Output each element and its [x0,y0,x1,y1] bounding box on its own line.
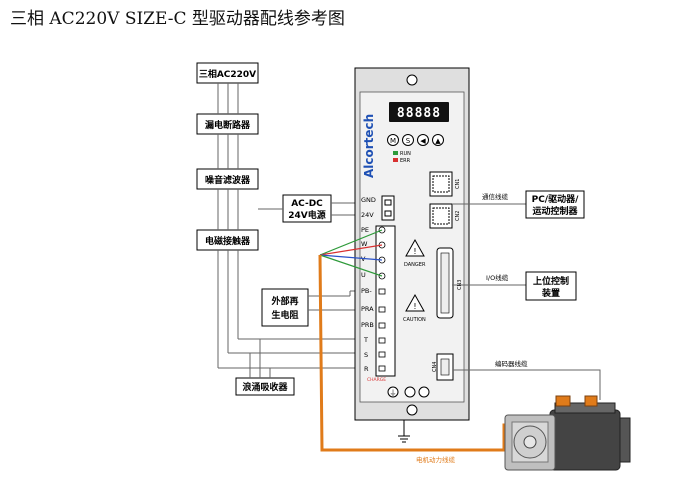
io-cable-label: I/O线缆 [486,273,509,282]
cn4-port[interactable]: CN4 [432,353,454,381]
host-box-label-1: 上位控制 [533,275,569,287]
cn1-port[interactable]: CN1 [429,171,461,197]
terminal-w-label: W [361,240,368,248]
terminal-24v-label: 24V [361,211,374,219]
diagram-title: 三相 AC220V SIZE-C 型驱动器配线参考图 [10,9,345,29]
power-box: 三相AC220V [196,62,259,84]
contactor-box: 电磁接触器 [196,229,259,251]
danger-label: DANGER [404,262,426,268]
svg-text:!: ! [413,247,416,256]
ground-terminals: ⏚ [387,386,430,398]
power-box-label: 三相AC220V [199,68,256,80]
svg-text:S: S [406,137,411,145]
svg-text:◀: ◀ [420,137,426,145]
button-s[interactable]: S [402,134,414,146]
svg-text:M: M [390,137,396,145]
charge-label: CHARGE [367,377,386,383]
ext-resistor-box: 外部再 生电阻 [261,288,309,327]
cn3-port[interactable]: CN3 [436,247,463,319]
brand-logo: Alcortech [362,114,376,178]
encoder-cable-label: 编码器线缆 [495,359,528,368]
motor-power-cable-label: 电机动力线缆 [416,455,456,464]
filter-box-label: 噪音滤波器 [205,174,251,186]
host-controller-box: 上位控制 装置 [525,271,577,301]
terminal-u-label: U [361,271,366,279]
contactor-box-label: 电磁接触器 [205,235,251,247]
filter-box: 噪音滤波器 [196,168,259,190]
button-left[interactable]: ◀ [417,134,429,146]
acdc-label-1: AC-DC [291,199,323,209]
svg-text:⏚: ⏚ [390,389,397,397]
acdc-box: AC-DC 24V电源 [282,194,332,223]
pc-controller-box: PC/驱动器/ 运动控制器 [525,190,585,219]
terminal-s-label: S [364,351,368,359]
servo-motor-icon [504,395,631,471]
terminal-r-label: R [364,365,369,373]
pc-box-label-1: PC/驱动器/ [532,194,579,205]
terminal-prb-label: PRB [361,321,374,329]
run-led-label: RUN [400,151,411,157]
comm-cable-label: 通信线缆 [482,192,509,201]
caution-warning-icon: ! CAUTION [403,293,426,323]
danger-warning-icon: ! DANGER [404,238,426,268]
host-box-label-2: 装置 [541,287,560,299]
svg-text:!: ! [413,302,416,311]
run-led-icon [393,151,398,155]
err-led-label: ERR [400,158,411,164]
supply-lines [217,83,364,378]
ext-resistor-label-1: 外部再 [270,295,298,307]
motor-phase-wires [319,229,383,277]
breaker-box-label: 漏电断路器 [205,119,251,131]
terminal-t-label: T [363,336,368,344]
svg-text:CN1: CN1 [455,179,461,189]
svg-text:CN4: CN4 [432,362,438,372]
err-led-icon [393,158,398,162]
display-digits: 88888 [397,106,441,121]
mount-hole-top [406,74,418,86]
seven-seg-display [389,102,449,122]
terminal-pra-label: PRA [361,305,374,313]
surge-box: 浪涌吸收器 [235,377,295,396]
ground-wire [398,420,410,443]
acdc-label-2: 24V电源 [288,209,326,221]
terminal-pe-label: PE [361,226,369,234]
cn2-port[interactable]: CN2 [429,203,461,229]
button-up[interactable]: ▲ [432,134,444,146]
mount-hole-bottom [406,404,418,416]
surge-box-label: 浪涌吸收器 [242,381,288,393]
terminal-gnd-label: GND [361,196,376,204]
breaker-box: 漏电断路器 [196,113,259,135]
button-m[interactable]: M [387,134,399,146]
right-cables [452,203,601,400]
pc-box-label-2: 运动控制器 [532,205,578,217]
svg-text:▲: ▲ [435,137,441,145]
ext-resistor-label-2: 生电阻 [271,309,298,321]
svg-text:CN2: CN2 [455,211,461,221]
terminal-pb-label: PB- [361,287,372,295]
caution-label: CAUTION [403,317,426,323]
servo-drive: Alcortech 88888 M S ◀ ▲ RUN ERR GND 24V [354,67,470,421]
